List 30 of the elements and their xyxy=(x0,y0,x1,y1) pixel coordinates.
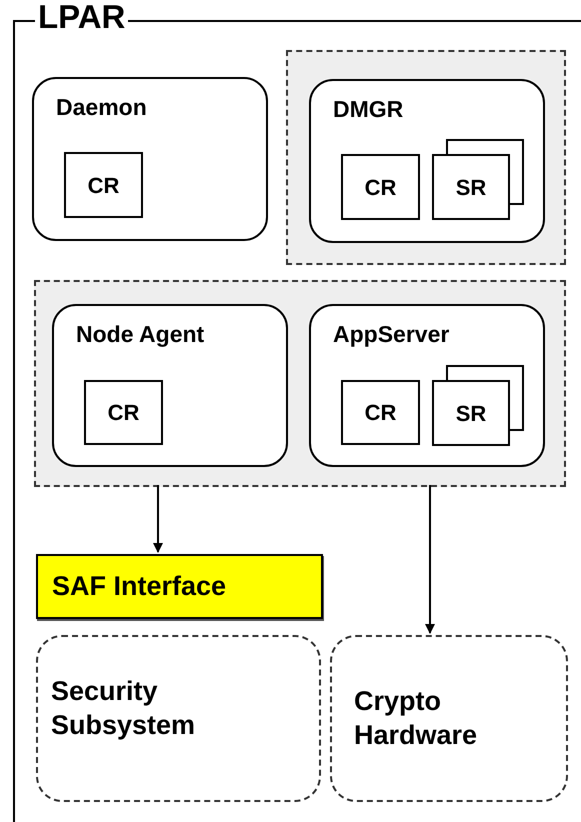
arrow xyxy=(153,485,163,553)
component-title: Daemon xyxy=(56,93,147,122)
region-box xyxy=(341,380,420,445)
arrow xyxy=(425,485,435,634)
interface-label: SAF Interface xyxy=(52,570,226,604)
component-title: DMGR xyxy=(333,95,404,124)
component-box xyxy=(52,304,288,467)
system-label: Security Subsystem xyxy=(51,674,196,742)
component-title: Node Agent xyxy=(76,320,204,349)
external-system-box xyxy=(36,635,321,802)
interface-box xyxy=(36,554,323,619)
stacked-region-box xyxy=(432,139,524,220)
region-box xyxy=(84,380,163,445)
dashed-group-box xyxy=(34,280,566,487)
region-box xyxy=(341,154,420,220)
region-box xyxy=(64,152,143,218)
region-label: SR xyxy=(456,400,486,428)
component-box xyxy=(309,304,545,467)
region-label: CR xyxy=(88,172,120,200)
region-label: CR xyxy=(108,399,140,427)
system-label: Crypto Hardware xyxy=(354,684,478,752)
region-label: CR xyxy=(364,399,396,427)
dashed-group-box xyxy=(286,50,566,265)
component-box xyxy=(32,77,268,241)
component-title: AppServer xyxy=(333,320,450,349)
stacked-region-box xyxy=(432,365,524,445)
external-system-box xyxy=(330,635,568,802)
region-label: CR xyxy=(364,174,396,202)
region-label: SR xyxy=(456,174,486,202)
component-box xyxy=(309,79,545,243)
